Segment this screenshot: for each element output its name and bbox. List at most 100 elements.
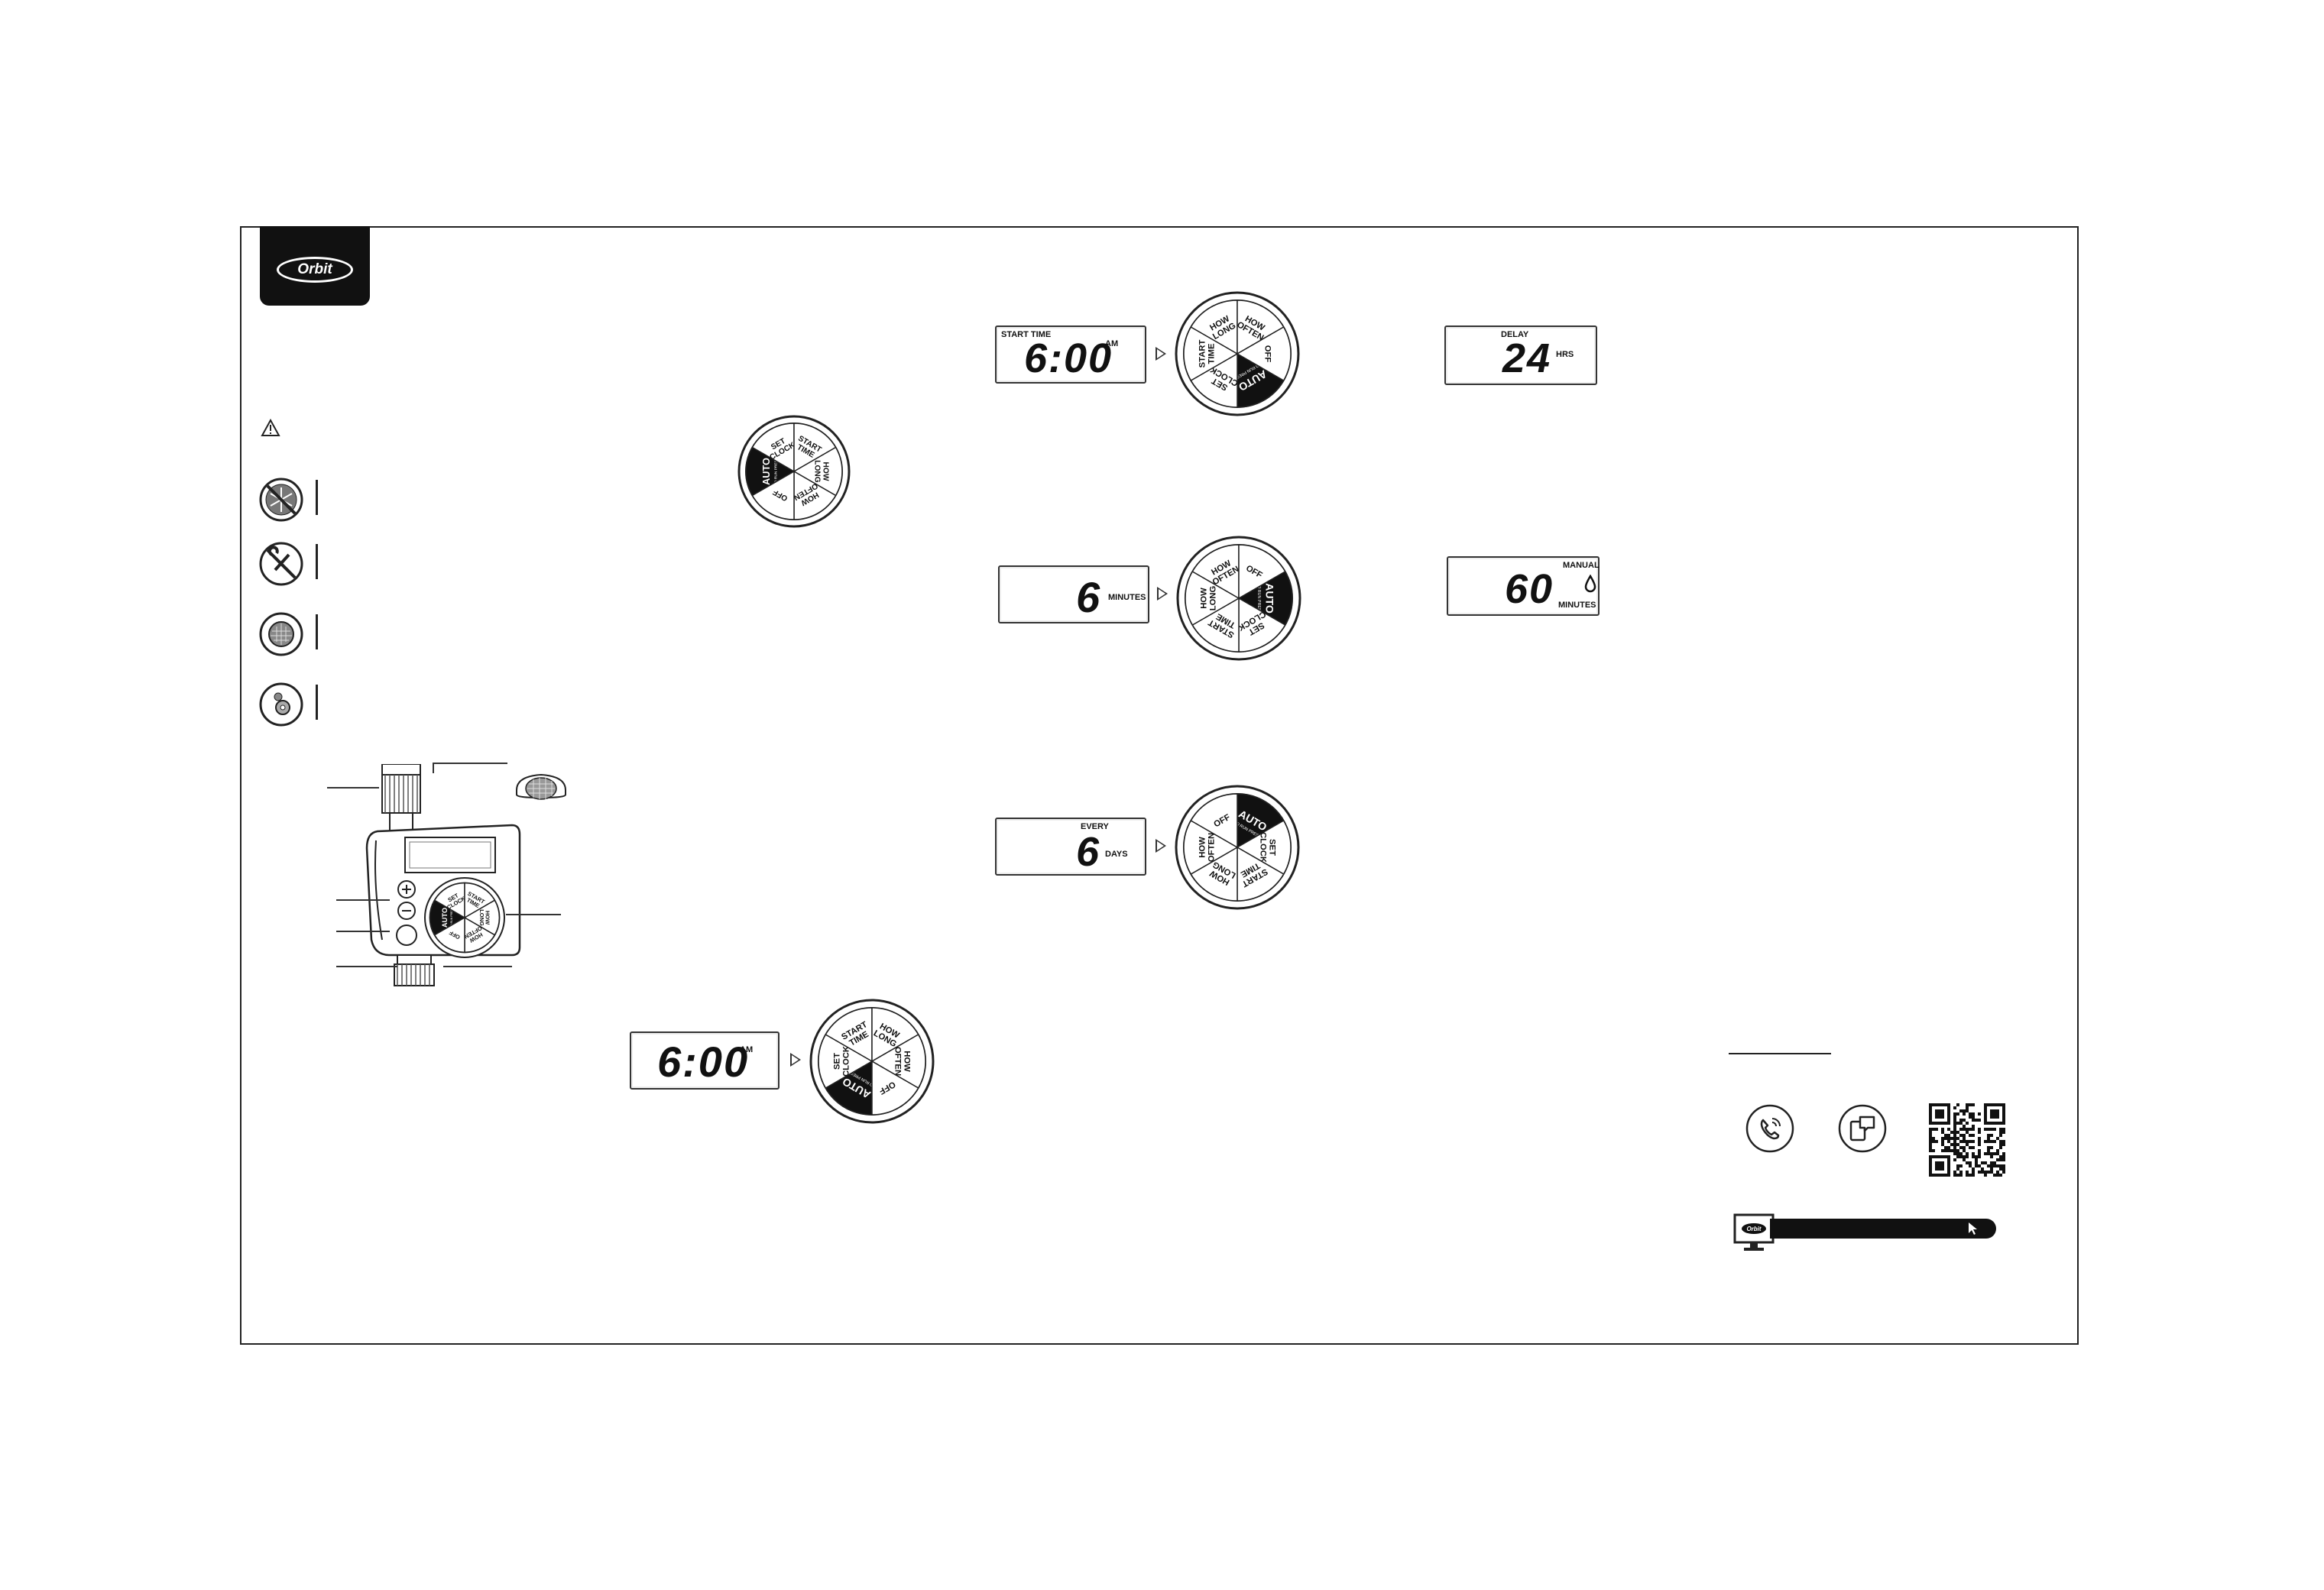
filter-washer-illustration — [516, 773, 566, 800]
arrow-icon — [1156, 347, 1166, 361]
dial-segment-how-long[interactable] — [871, 1007, 919, 1063]
manual-label: MANUAL — [1563, 561, 1600, 570]
dial-segment-how-long[interactable] — [1190, 846, 1238, 902]
how-long-display: 6 MINUTES — [998, 565, 1149, 623]
dial-label-text: LONG — [1208, 585, 1217, 610]
divider-bar — [316, 480, 318, 515]
cursor-icon — [1969, 1222, 1977, 1235]
dial-segment-set-clock[interactable] — [751, 423, 795, 473]
dial-segment-auto[interactable] — [1237, 352, 1285, 408]
delay-unit: HRS — [1556, 350, 1574, 359]
dial-segment-how-often[interactable] — [1237, 300, 1285, 355]
callout-line — [336, 931, 390, 932]
qr-code-icon[interactable] — [1929, 1103, 2005, 1177]
dial-label-text: LONG — [478, 909, 485, 926]
how-long-unit: MINUTES — [1108, 593, 1146, 602]
washer-icon — [259, 682, 303, 727]
dial-segment-start-time[interactable] — [1237, 846, 1285, 902]
dial-auto-sub: TO RUN PRESS — [450, 907, 453, 928]
dial-segment-how-long[interactable] — [1185, 570, 1240, 627]
manual-display: MANUAL 60 MINUTES — [1447, 556, 1600, 616]
dial-segment-auto[interactable] — [825, 1060, 873, 1116]
dial-segment-off[interactable] — [1190, 793, 1238, 849]
how-long-value: 6 — [1076, 573, 1102, 621]
phone-icon[interactable] — [1745, 1103, 1795, 1154]
manual-unit: MINUTES — [1558, 601, 1596, 610]
warning-triangle-icon — [261, 419, 280, 436]
water-drop-icon — [1584, 575, 1596, 593]
start-time-ampm: AM — [1105, 339, 1119, 348]
dial-label-text: HOW — [821, 462, 829, 481]
monitor-icon: Orbit — [1733, 1213, 1775, 1251]
dial-segment-start-time[interactable] — [1191, 597, 1240, 653]
dial-segment-off[interactable] — [751, 470, 795, 520]
divider-bar — [316, 544, 318, 579]
svg-text:Orbit: Orbit — [1746, 1226, 1761, 1232]
dial-segment-off[interactable] — [871, 1060, 919, 1116]
dial-segment-how-often[interactable] — [793, 470, 837, 520]
arrow-icon — [1156, 839, 1166, 853]
dial-segment-how-often[interactable] — [1183, 819, 1239, 876]
dial-segment-start-time[interactable] — [1183, 325, 1239, 382]
dial-segment-start-time[interactable] — [793, 423, 837, 473]
dial-segment-set-clock[interactable] — [1236, 819, 1292, 876]
chat-icon[interactable] — [1837, 1103, 1888, 1154]
dial-label-text: LONG — [813, 460, 822, 483]
how-often-unit: DAYS — [1105, 850, 1128, 859]
dial-label-text: OFTEN — [1207, 833, 1216, 862]
dial-segment-auto[interactable] — [429, 899, 466, 936]
start-time-value: 6:00 — [1024, 335, 1113, 381]
dial-segment-set-clock[interactable] — [433, 882, 465, 919]
dial-segment-how-long[interactable] — [1190, 300, 1238, 355]
dial-auto-sub: TO RUN PRESS — [1256, 583, 1261, 614]
how-often-label: EVERY — [1081, 822, 1109, 831]
dial-segment-how-long[interactable] — [463, 899, 501, 936]
dial-segment-start-time[interactable] — [464, 882, 496, 919]
dial-segment-off[interactable] — [433, 916, 465, 954]
dial-label-text: SET — [1268, 839, 1277, 856]
dial-segment-off[interactable] — [1236, 325, 1292, 382]
callout-line — [443, 966, 512, 967]
dial-segment-auto[interactable] — [745, 446, 796, 497]
dial-label-text: HOW — [903, 1051, 912, 1072]
callout-line — [433, 763, 434, 773]
dial-label-text: HOW — [1198, 837, 1207, 858]
dial-segment-how-often[interactable] — [464, 916, 496, 954]
dial-segment-set-clock[interactable] — [1238, 597, 1286, 653]
callout-line — [433, 763, 507, 764]
how-often-display: EVERY 6 DAYS — [995, 818, 1146, 876]
dial-segment-off[interactable] — [1238, 544, 1286, 600]
dial-segment-how-often[interactable] — [870, 1033, 926, 1090]
manual-value: 60 — [1505, 566, 1554, 612]
dial-label-text: OFF — [1263, 345, 1272, 363]
dial-segment-auto[interactable] — [1237, 793, 1285, 849]
clock-display: 6:00 AM — [630, 1031, 780, 1090]
dial-segment-set-clock[interactable] — [1190, 352, 1238, 408]
dial-segment-how-long[interactable] — [792, 446, 843, 497]
dial-segment-set-clock[interactable] — [818, 1033, 874, 1090]
no-tools-icon — [259, 542, 303, 586]
dial-segment-how-often[interactable] — [1191, 544, 1240, 600]
callout-line — [336, 966, 397, 967]
callout-line — [506, 914, 561, 915]
dial-segment-start-time[interactable] — [825, 1007, 873, 1063]
clock-time: 6:00 — [657, 1038, 750, 1086]
manual-sheet — [240, 226, 2079, 1345]
delay-display: DELAY 24 HRS — [1444, 325, 1597, 385]
dial-auto-sub: TO RUN PRESS — [773, 458, 778, 485]
website-bar[interactable] — [1770, 1219, 1996, 1239]
delay-value: 24 — [1502, 335, 1552, 381]
dial-segment-auto[interactable] — [1237, 570, 1293, 627]
dial-label-text: AUTO — [760, 458, 772, 485]
dial-label-text: TIME — [1207, 343, 1216, 364]
